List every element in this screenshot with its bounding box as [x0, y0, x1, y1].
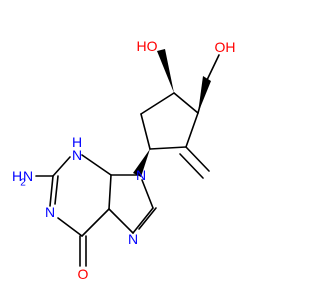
purine-system [35, 154, 157, 267]
bond-c8-n9 [141, 179, 154, 209]
bond-c2-n1 [49, 175, 54, 207]
bond-n3-c2 [52, 156, 71, 177]
bond-c2-c3 [185, 112, 199, 148]
bond-n7-c8 [132, 207, 154, 234]
bond-c4-c5 [140, 92, 175, 115]
wedge-c4-oh [157, 49, 174, 93]
bond-c4-c5 [108, 174, 112, 210]
methylene-double-bond [179, 146, 210, 179]
bond-c2-n1-double [54, 175, 59, 205]
wedge-c1-n9 [133, 149, 150, 177]
bond-n1-c6 [57, 217, 83, 237]
bond-c3-c4 [173, 92, 199, 114]
bond-n7-c8-double [138, 207, 157, 230]
hydroxyl-ring-label: HO [137, 38, 158, 54]
cyclopentane-ring [140, 92, 199, 150]
bond-c5-n7 [108, 208, 134, 234]
n7-label: N [128, 231, 138, 247]
structure-svg: HO OH N H 2 H N N N N O [12, 38, 236, 282]
amino-subscript-2: 2 [20, 178, 26, 189]
n3-label: N [72, 147, 82, 163]
atom-labels: HO OH N H 2 H N N N N O [12, 38, 236, 282]
bond-c1-c2 [149, 146, 187, 150]
bond-c5-c1 [140, 113, 151, 150]
bond-c6-c5 [81, 208, 110, 237]
carbonyl-o-label: O [78, 266, 89, 282]
n3-hydrogen-label: H [72, 134, 82, 150]
n1-label: N [45, 204, 55, 220]
molecule-diagram: HO OH N H 2 H N N N N O [12, 38, 236, 282]
bond-c4-n3 [81, 154, 112, 176]
hydroxyl-chain-label: OH [215, 39, 236, 55]
wedge-c3-ch2 [198, 76, 211, 113]
amino-n-label: N [23, 168, 33, 184]
n9-label: N [136, 167, 146, 183]
amino-h-label: H [12, 168, 22, 184]
bond-ch2-o [206, 54, 220, 81]
